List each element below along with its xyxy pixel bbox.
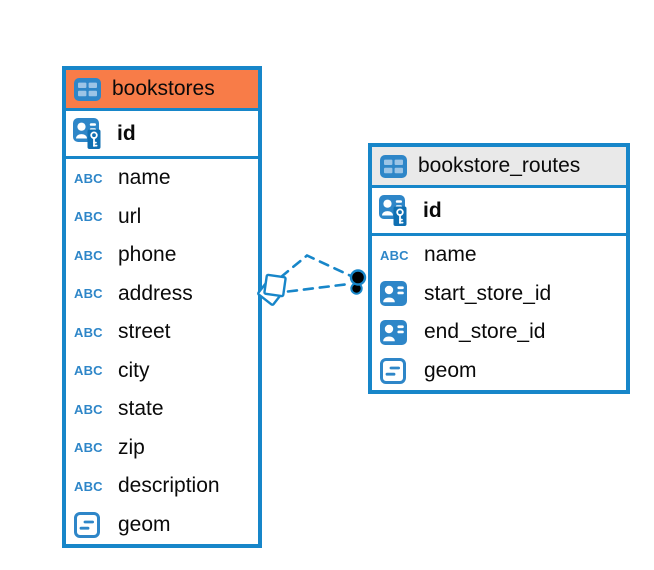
table-bookstore-routes[interactable]: bookstore_routes id ABC xyxy=(368,143,630,394)
column-row-end-store-id[interactable]: end_store_id xyxy=(372,313,626,352)
foreign-key-icon xyxy=(380,319,415,345)
column-row-zip[interactable]: ABC zip xyxy=(66,429,258,468)
column-row-id[interactable]: id xyxy=(66,111,258,159)
text-type-icon: ABC xyxy=(74,440,103,456)
text-type-icon: ABC xyxy=(74,401,103,417)
column-row-address[interactable]: ABC address xyxy=(66,275,258,314)
text-type-icon: ABC xyxy=(74,478,103,494)
filled-dots-marker xyxy=(349,269,367,295)
column-row-phone[interactable]: ABC phone xyxy=(66,236,258,275)
table-title: bookstores xyxy=(112,77,215,100)
column-name: zip xyxy=(118,435,145,459)
primary-key-name: id xyxy=(117,121,136,145)
primary-key-icon xyxy=(379,194,414,227)
table-bookstores-header[interactable]: bookstores xyxy=(66,70,258,111)
geometry-type-icon xyxy=(380,357,415,384)
table-title: bookstore_routes xyxy=(418,154,581,177)
text-type-icon: ABC xyxy=(380,247,409,263)
primary-key-icon xyxy=(73,117,108,150)
column-row-geom[interactable]: geom xyxy=(66,506,258,545)
column-name: address xyxy=(118,281,193,305)
column-row-name[interactable]: ABC name xyxy=(66,159,258,198)
table-icon xyxy=(74,77,103,101)
text-type-icon: ABC xyxy=(74,324,103,340)
column-row-url[interactable]: ABC url xyxy=(66,198,258,237)
column-name: street xyxy=(118,320,171,344)
column-row-id[interactable]: id xyxy=(372,188,626,236)
text-type-icon: ABC xyxy=(74,247,103,263)
relationship-lines[interactable] xyxy=(279,253,353,293)
primary-key-name: id xyxy=(423,198,442,222)
text-type-icon: ABC xyxy=(74,286,103,302)
column-row-street[interactable]: ABC street xyxy=(66,313,258,352)
column-name: start_store_id xyxy=(424,281,552,305)
column-name: city xyxy=(118,358,150,382)
text-type-icon: ABC xyxy=(74,363,103,379)
text-type-icon: ABC xyxy=(74,170,103,186)
table-bookstores[interactable]: bookstores id ABC xyxy=(62,66,262,548)
column-name: name xyxy=(118,166,171,190)
column-name: geom xyxy=(424,358,477,382)
foreign-key-icon xyxy=(380,281,415,307)
column-row-state[interactable]: ABC state xyxy=(66,390,258,429)
column-name: end_store_id xyxy=(424,320,546,344)
column-name: geom xyxy=(118,512,171,536)
column-name: url xyxy=(118,204,142,228)
column-row-description[interactable]: ABC description xyxy=(66,467,258,506)
column-name: phone xyxy=(118,243,177,267)
geometry-type-icon xyxy=(74,511,109,538)
column-name: description xyxy=(118,474,220,498)
table-bookstore-routes-header[interactable]: bookstore_routes xyxy=(372,147,626,188)
column-row-name[interactable]: ABC name xyxy=(372,236,626,275)
column-row-city[interactable]: ABC city xyxy=(66,352,258,391)
column-name: name xyxy=(424,243,477,267)
column-row-geom[interactable]: geom xyxy=(372,352,626,391)
column-name: state xyxy=(118,397,164,421)
text-type-icon: ABC xyxy=(74,209,103,225)
table-icon xyxy=(380,154,409,178)
column-row-start-store-id[interactable]: start_store_id xyxy=(372,275,626,314)
